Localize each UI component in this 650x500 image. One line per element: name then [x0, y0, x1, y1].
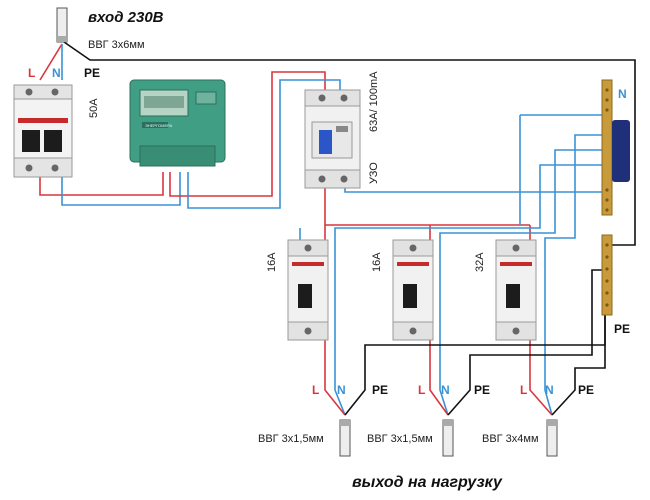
- input-phase-wire: [39, 43, 63, 81]
- output-cable-3-label: ВВГ 3х4мм: [482, 433, 539, 445]
- rcd-phase-out: [324, 185, 530, 226]
- meter-brand: ЭНЕРГОМЕРА: [145, 123, 173, 128]
- rcd-label: УЗО: [368, 162, 380, 184]
- branch-breaker-1: [287, 239, 329, 341]
- input-pe-wire: [63, 41, 636, 246]
- branch-2-rating: 16A: [371, 252, 383, 272]
- out-3-neutral-label: N: [545, 383, 554, 397]
- output-wire-labels: L N PE L N PE L N PE: [312, 383, 594, 397]
- earth-busbar: [601, 234, 613, 316]
- title-input: вход 230В: [88, 9, 164, 26]
- out-2-phase-label: L: [418, 383, 425, 397]
- pe-return-2: [447, 269, 605, 416]
- earth-busbar-label: PE: [614, 322, 630, 336]
- neutral-busbar-screws: [605, 88, 609, 212]
- breaker-to-meter-neutral: [61, 172, 181, 206]
- output-cable-1: [339, 419, 351, 457]
- main-breaker-rating: 50A: [88, 98, 100, 118]
- branch-breaker-2: [392, 239, 434, 341]
- out-1-neutral-label: N: [337, 383, 346, 397]
- breaker-to-meter-phase: [39, 172, 164, 196]
- pe-return-3: [551, 300, 606, 416]
- branch-3-phase-down: [529, 340, 553, 416]
- meter-to-rcd-phase: [169, 71, 326, 197]
- branch-breaker-3: [495, 239, 537, 341]
- input-neutral-label: N: [52, 66, 61, 80]
- rcd-neutral-out: [344, 185, 605, 193]
- input-pe-label: PE: [84, 66, 100, 80]
- input-cable-label: ВВГ 3х6мм: [88, 39, 145, 51]
- earth-busbar-screws: [605, 243, 609, 307]
- neutral-busbar: [601, 79, 630, 216]
- output-cable-2-label: ВВГ 3х1,5мм: [367, 433, 433, 445]
- branch-1-phase-down: [324, 340, 346, 416]
- neutral-return-1: [334, 164, 605, 416]
- output-cable-3: [546, 419, 558, 457]
- out-1-pe-label: PE: [372, 383, 388, 397]
- meter-to-rcd-neutral: [187, 79, 341, 209]
- out-2-pe-label: PE: [474, 383, 490, 397]
- rcd-rating: 63A/ 100mA: [368, 71, 380, 132]
- electricity-meter: [129, 79, 226, 167]
- branch-3-rating: 32A: [474, 252, 486, 272]
- neutral-return-2: [439, 149, 605, 416]
- rcd-device: [304, 89, 361, 189]
- output-cable-2: [442, 419, 454, 457]
- out-3-pe-label: PE: [578, 383, 594, 397]
- branch-2-phase-down: [429, 340, 449, 416]
- branch-1-rating: 16A: [266, 252, 278, 272]
- input-cable-end: [56, 7, 68, 43]
- neutral-return-3: [544, 134, 605, 416]
- output-cable-1-label: ВВГ 3х1,5мм: [258, 433, 324, 445]
- title-output: выход на нагрузку: [352, 474, 503, 491]
- neutral-busbar-label: N: [618, 87, 627, 101]
- main-breaker: [13, 84, 73, 178]
- out-2-neutral-label: N: [441, 383, 450, 397]
- input-phase-label: L: [28, 66, 35, 80]
- out-1-phase-label: L: [312, 383, 319, 397]
- out-3-phase-label: L: [520, 383, 527, 397]
